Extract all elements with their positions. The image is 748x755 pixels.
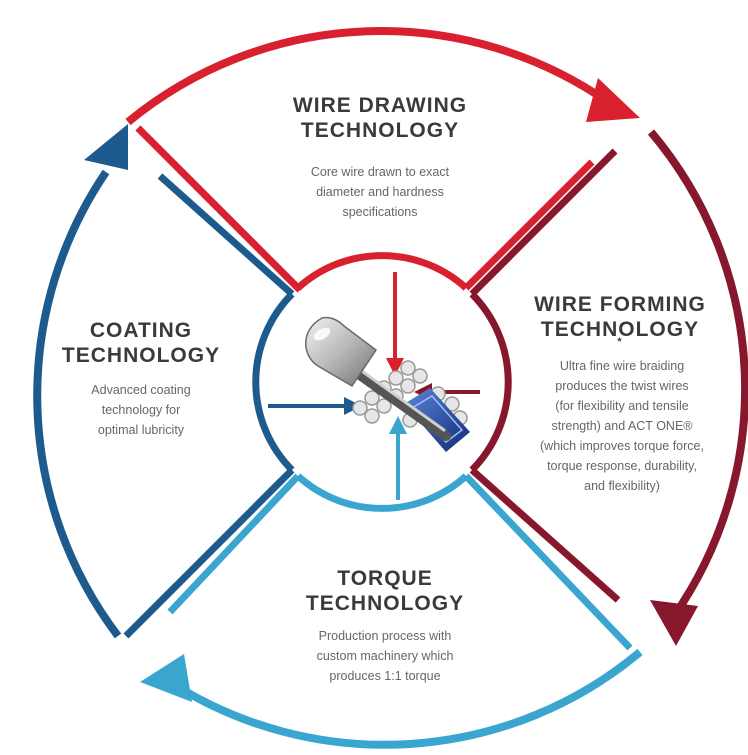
torque-title: TORQUE TECHNOLOGY [305,567,465,615]
wire-drawing-description: Core wire drawn to exact diameter and ha… [310,165,450,219]
torque-border-right [463,473,633,651]
coating-title: COATING TECHNOLOGY [61,319,221,367]
quadrant-wire-drawing [125,27,640,376]
torque-center-pointer-head [389,416,407,434]
wire-forming-border-bottom [469,467,621,603]
torque-description: Production process with custom machinery… [316,629,454,683]
core-wire-highlight [350,362,446,432]
core-wire [345,363,451,441]
torque-inner-arc [295,473,469,512]
dome-tip-shine [313,327,331,341]
coating-description: Advanced coating technology for optimal … [91,383,191,437]
wire-drawing-border-left [135,125,301,291]
torque-arrowhead [140,654,192,702]
wire-forming-inner-arc [469,291,512,473]
wire-drawing-title: WIRE DRAWING TECHNOLOGY [292,94,468,142]
wire-drawing-inner-arc [295,252,469,291]
quadrant-torque [140,416,643,749]
coating-border-top [157,173,295,297]
wire-drawing-border-right [463,159,595,291]
coating-inner-arc [252,291,295,473]
wire-forming-arrowhead [650,600,698,646]
coating-outer-arrow-arc [33,169,122,639]
torque-outer-arrow-arc [167,648,643,749]
wire-drawing-center-pointer-head [386,358,404,376]
wire-drawing-outer-arrow-arc [125,27,611,126]
wire-forming-title: WIRE FORMING TECHNOLOGY* [534,293,706,348]
coating-border-bottom [123,467,295,639]
torque-border-left [167,473,301,615]
wire-forming-outer-arrow-arc [647,129,748,619]
wire-drawing-arrowhead [586,78,640,122]
coating-arrowhead [84,124,128,170]
wire-forming-description: Ultra fine wire braiding produces the tw… [540,359,704,493]
guidewire-tip-icon [305,316,470,452]
quadrant-wire-forming [414,129,748,646]
wire-forming-border-top [469,148,618,297]
